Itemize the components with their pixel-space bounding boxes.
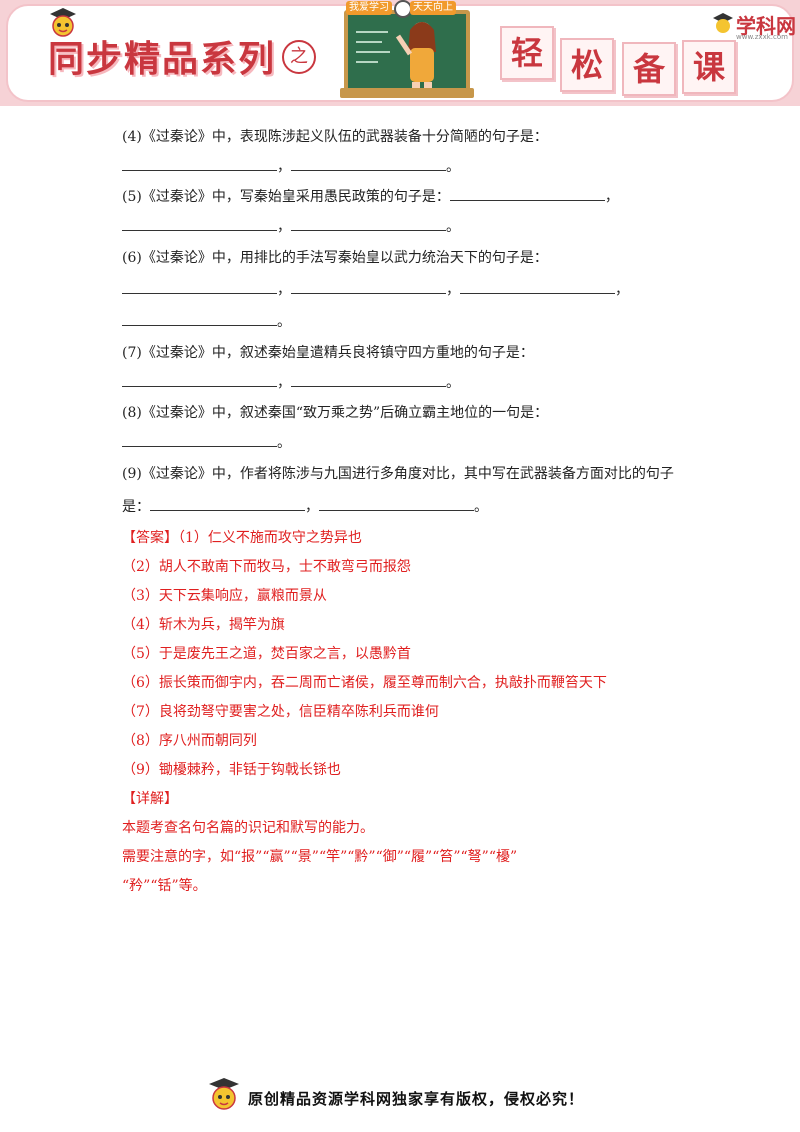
- separator: ，: [277, 375, 291, 391]
- fill-blank[interactable]: [291, 153, 446, 171]
- row-end: 。: [446, 159, 460, 175]
- question-7: (7)《过秦论》中，叙述秦始皇遣精兵良将镇守四方重地的句子是：: [122, 338, 682, 368]
- fill-blank[interactable]: [122, 153, 277, 171]
- question-9-answer-row: 是： ， 。: [122, 491, 682, 524]
- fill-blank[interactable]: [319, 493, 474, 511]
- tile-char-1: 轻: [500, 26, 554, 80]
- answer-item: （6）振长策而御宇内，吞二周而亡诸侯，履至尊而制六合，执敲扑而鞭笞天下: [122, 675, 607, 691]
- fill-blank[interactable]: [122, 308, 277, 326]
- question-6-answer-row-2: 。: [122, 306, 682, 338]
- analysis-line: “矜”“铦”等。: [122, 878, 207, 894]
- question-9-label: (9)《过秦论》中，作者将陈涉与九国进行多角度对比，其中写在武器装备方面对比的句…: [122, 466, 674, 482]
- tile-char-3: 备: [622, 42, 676, 96]
- mascot-graduate-icon: [50, 8, 76, 37]
- row-end: 。: [446, 375, 460, 391]
- continuation-prefix: 是：: [122, 499, 150, 515]
- answer-item: （9）锄櫌棘矜，非铦于钩戟长铩也: [122, 762, 341, 778]
- fill-blank[interactable]: [122, 369, 277, 387]
- separator: ，: [277, 219, 291, 235]
- question-4: (4)《过秦论》中，表现陈涉起义队伍的武器装备十分简陋的句子是：: [122, 122, 682, 152]
- header-banner: 同步精品系列 之 我爱学习 天天向上 轻 松 备 课 学科网 www.zxxk.…: [0, 0, 800, 106]
- chalkboard-writing-icon: [356, 31, 390, 63]
- question-4-answer-row: ，。: [122, 152, 682, 182]
- row-end: 。: [277, 435, 291, 451]
- fill-blank[interactable]: [460, 276, 615, 294]
- question-6: (6)《过秦论》中，用排比的手法写秦始皇以武力统治天下的句子是：: [122, 242, 682, 274]
- page-footer: 原创精品资源学科网独家享有版权，侵权必究！: [0, 1074, 800, 1124]
- row-end: 。: [277, 314, 291, 330]
- brand-logo-icon: [713, 13, 733, 33]
- answer-item: （4）斩木为兵，揭竿为旗: [122, 617, 285, 633]
- answer-item: （7）良将劲弩守要害之处，信臣精卒陈利兵而谁何: [122, 704, 439, 720]
- series-title: 同步精品系列: [48, 39, 277, 80]
- fill-blank[interactable]: [291, 276, 446, 294]
- board-tag-left: 我爱学习: [346, 1, 392, 15]
- separator: ，: [277, 159, 291, 175]
- separator: ，: [305, 499, 319, 515]
- separator: ，: [277, 282, 291, 298]
- answer-item: （1）仁义不施而攻守之势异也: [178, 530, 362, 546]
- answer-item: （8）序八州而朝同列: [122, 733, 257, 749]
- question-6-answer-row-1: ， ， ，: [122, 274, 682, 306]
- fill-blank[interactable]: [291, 213, 446, 231]
- document-body: (4)《过秦论》中，表现陈涉起义队伍的武器装备十分简陋的句子是： ，。 (5)《…: [122, 122, 682, 901]
- brand-name: 学科网: [736, 14, 796, 38]
- question-4-label: (4)《过秦论》中，表现陈涉起义队伍的武器装备十分简陋的句子是：: [122, 129, 548, 145]
- question-7-answer-row: ，。: [122, 368, 682, 398]
- row-end: ，: [615, 282, 629, 298]
- question-8-answer-row: 。: [122, 428, 682, 458]
- analysis-line: 本题考查名句名篇的识记和默写的能力。: [122, 820, 374, 836]
- row-end: 。: [446, 219, 460, 235]
- row-end: ，: [604, 189, 619, 205]
- tile-char-4: 课: [682, 40, 736, 94]
- analysis-line: 需要注意的字，如“报”“赢”“景”“竿”“黔”“御”“履”“笞”“弩”“櫌”: [122, 849, 518, 865]
- fill-blank[interactable]: [449, 183, 605, 201]
- answer-item: （5）于是废先王之道，焚百家之言，以愚黔首: [122, 646, 411, 662]
- answer-item: （2）胡人不敢南下而牧马，士不敢弯弓而报怨: [122, 559, 411, 575]
- separator: ，: [446, 282, 460, 298]
- fill-blank[interactable]: [291, 369, 446, 387]
- series-suffix-badge: 之: [282, 40, 316, 74]
- question-9: (9)《过秦论》中，作者将陈涉与九国进行多角度对比，其中写在武器装备方面对比的句…: [122, 458, 682, 491]
- question-5-label: (5)《过秦论》中，写秦始皇采用愚民政策的句子是：: [122, 189, 450, 205]
- tile-char-2: 松: [560, 38, 614, 92]
- answer-line-1: 【答案】（1）仁义不施而攻守之势异也: [122, 524, 682, 553]
- question-8-label: (8)《过秦论》中，叙述秦国“致万乘之势”后确立霸主地位的一句是：: [122, 405, 549, 421]
- question-7-label: (7)《过秦论》中，叙述秦始皇遣精兵良将镇守四方重地的句子是：: [122, 345, 534, 361]
- board-tag-right: 天天向上: [410, 1, 456, 15]
- desk-illustration: [340, 88, 474, 98]
- mascot-graduate-icon: [209, 1078, 239, 1110]
- analysis-tag: 【详解】: [122, 791, 178, 807]
- answer-tag: 【答案】: [122, 530, 178, 546]
- question-5: (5)《过秦论》中，写秦始皇采用愚民政策的句子是： ，: [122, 182, 682, 212]
- question-5-answer-row: ，。: [122, 212, 682, 242]
- question-8: (8)《过秦论》中，叙述秦国“致万乘之势”后确立霸主地位的一句是：: [122, 398, 682, 428]
- answer-item: （3）天下云集响应，赢粮而景从: [122, 588, 327, 604]
- question-6-label: (6)《过秦论》中，用排比的手法写秦始皇以武力统治天下的句子是：: [122, 250, 548, 266]
- fill-blank[interactable]: [150, 493, 305, 511]
- fill-blank[interactable]: [122, 276, 277, 294]
- fill-blank[interactable]: [122, 213, 277, 231]
- brand-url: www.zxxk.com: [736, 33, 788, 41]
- row-end: 。: [474, 499, 488, 515]
- copyright-notice: 原创精品资源学科网独家享有版权，侵权必究！: [248, 1090, 585, 1108]
- fill-blank[interactable]: [122, 429, 277, 447]
